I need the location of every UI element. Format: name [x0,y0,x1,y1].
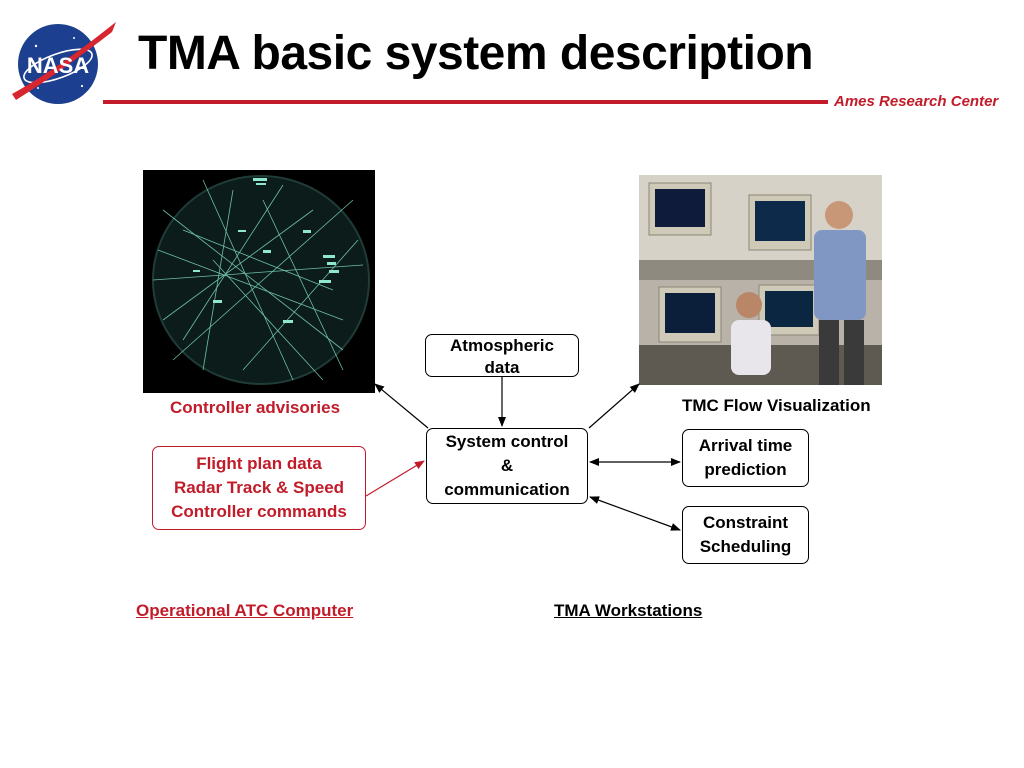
nasa-logo-text: NASA [27,53,89,78]
system-control-line: System control [445,432,569,451]
arrival-time-line: prediction [704,460,787,479]
system-control-box: System control & communication [426,428,588,504]
system-control-line: communication [444,480,570,499]
operational-atc-computer-label: Operational ATC Computer [136,601,354,620]
slide-title: TMA basic system description [138,27,814,80]
constraint-scheduling-line: Scheduling [699,537,792,556]
constraint-scheduling-line: Constraint [703,513,788,532]
atmospheric-data-line: Atmospheric [450,335,554,355]
nasa-logo: NASA [12,22,116,104]
radar-display-image [143,170,375,393]
atmospheric-data-line: data [484,357,520,377]
arrival-time-line: Arrival time [698,436,793,455]
controller-advisories-label: Controller advisories [170,398,341,417]
arrival-time-prediction-box: Arrival time prediction [682,429,809,487]
tma-workstations-label: TMA Workstations [554,601,703,620]
atmospheric-data-box: Atmospheric data [425,334,579,377]
tmc-flow-visualization-label: TMC Flow Visualization [682,396,871,415]
arrow-system-to-photo [588,383,640,429]
system-control-line: & [500,456,514,475]
flight-plan-line: Radar Track & Speed [173,478,345,497]
arrow-system-constraint [589,496,681,531]
constraint-scheduling-box: Constraint Scheduling [682,506,809,564]
title-divider [103,100,828,104]
flight-plan-data-box: Flight plan data Radar Track & Speed Con… [152,446,366,530]
center-name: Ames Research Center [834,93,999,110]
flight-plan-line: Controller commands [171,502,347,521]
arrow-flightplan-to-system [365,460,425,497]
arrow-system-to-radar [374,383,429,429]
flight-plan-line: Flight plan data [196,454,322,473]
tmc-workstation-photo [639,175,882,385]
